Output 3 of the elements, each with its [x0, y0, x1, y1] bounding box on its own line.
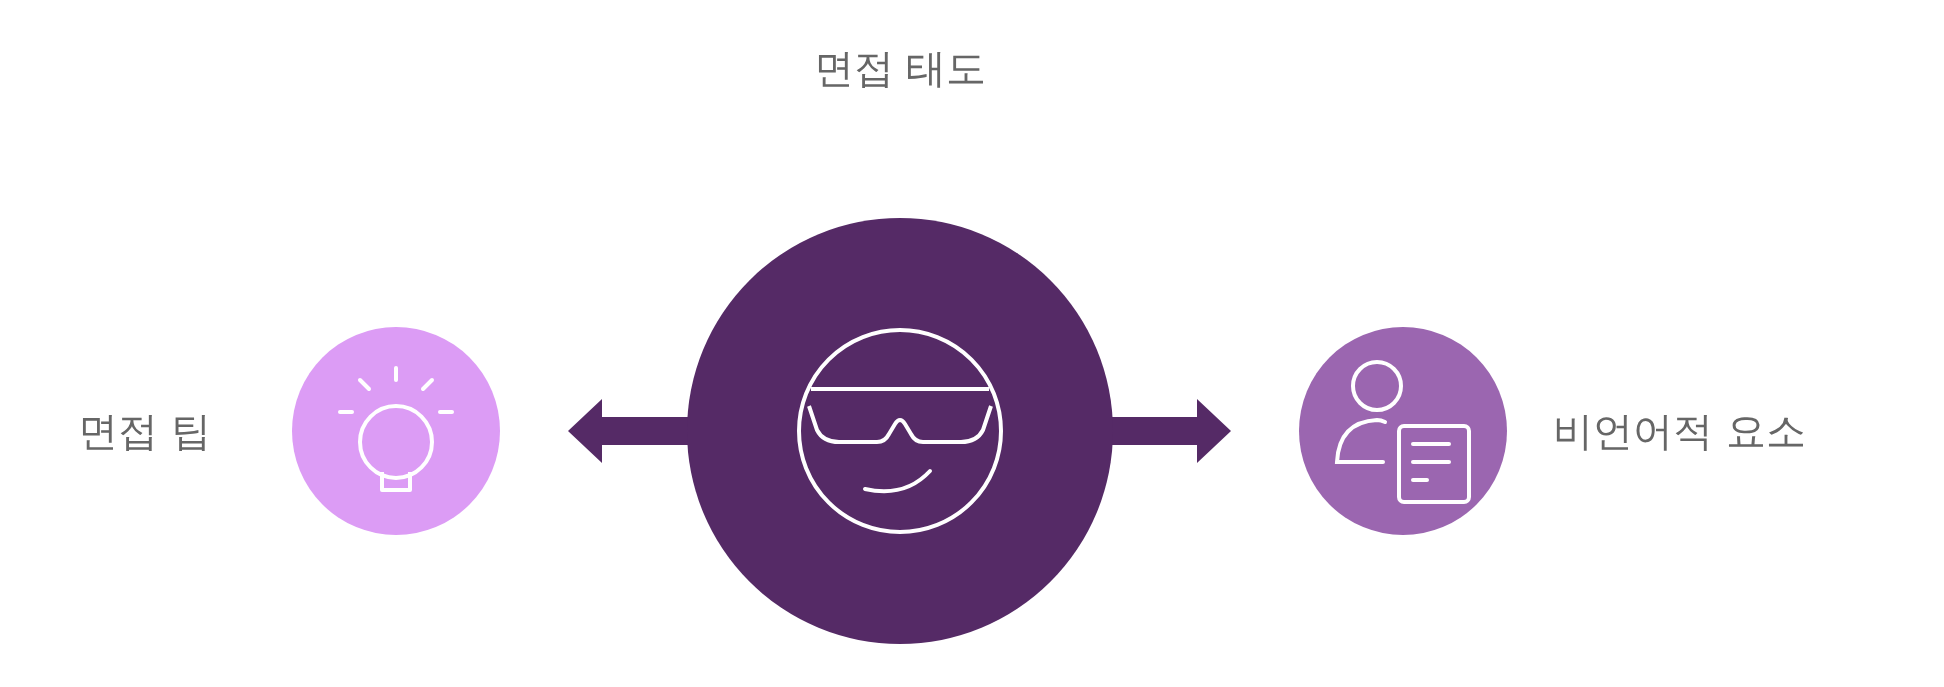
node-label: 비언어적 요소	[1553, 407, 1806, 455]
node-label: 면접 팁	[78, 407, 211, 455]
node-label: 면접 태도	[813, 44, 987, 92]
